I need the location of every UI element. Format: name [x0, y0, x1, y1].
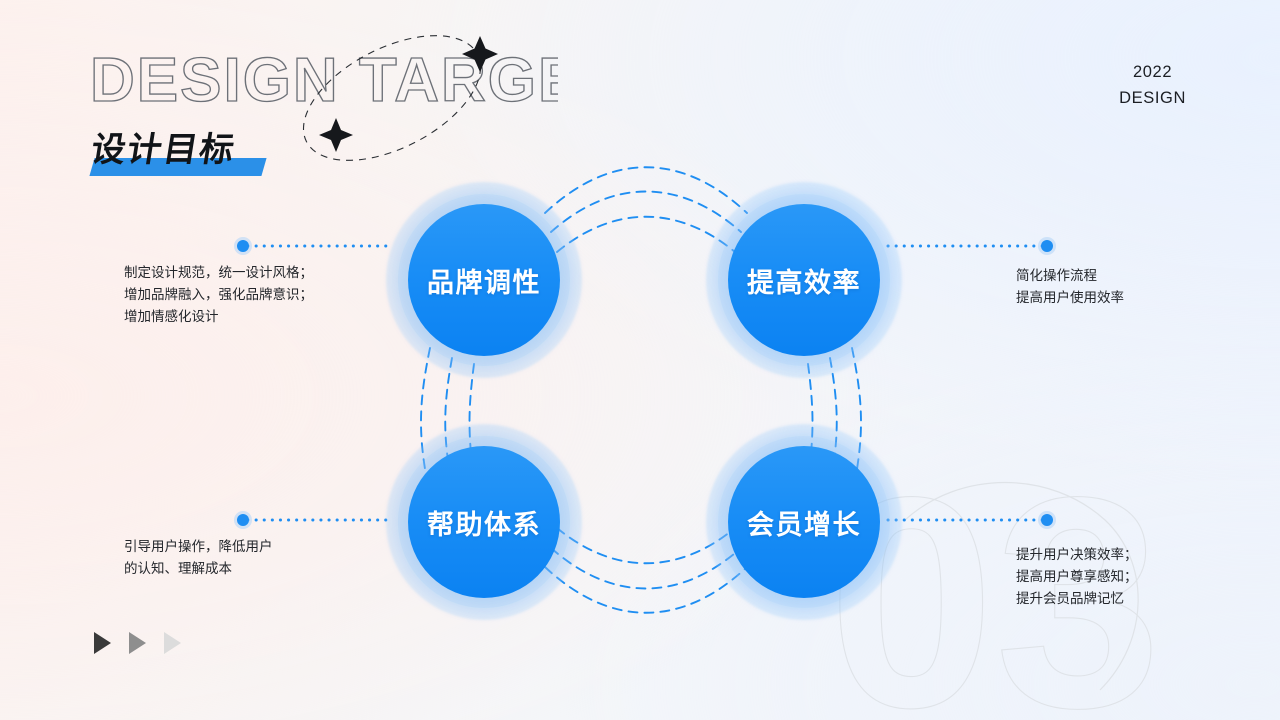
play-marker-group: [94, 632, 181, 654]
node-help-system[interactable]: 帮助体系: [386, 424, 582, 620]
play-triangle-dark-icon: [94, 632, 111, 654]
corner-year: 2022: [1133, 63, 1173, 81]
cn-title-text: 设计目标: [88, 130, 239, 170]
node-brand-tone[interactable]: 品牌调性: [386, 182, 582, 378]
node-dot-halo: [1038, 511, 1056, 529]
node-label: 品牌调性: [427, 267, 541, 299]
sparkle-large-icon: [462, 36, 498, 72]
node-dot-bottom-right: [1041, 514, 1053, 526]
node-disc: 会员增长: [728, 446, 880, 598]
dashed-ellipse-icon: [302, 35, 482, 161]
node-dot-top-left: [237, 240, 249, 252]
node-disc: 帮助体系: [408, 446, 560, 598]
sparkle-small-icon: [319, 118, 353, 152]
play-triangle-light-icon: [164, 632, 181, 654]
node-improve-efficiency[interactable]: 提高效率: [706, 182, 902, 378]
node-dot-halo: [234, 511, 252, 529]
node-disc: 品牌调性: [408, 204, 560, 356]
description-help-system: 引导用户操作，降低用户 的认知、理解成本: [124, 539, 273, 577]
play-triangle-mid-icon: [129, 632, 146, 654]
description-brand-tone: 制定设计规范，统一设计风格； 增加品牌融入，强化品牌意识； 增加情感化设计: [124, 265, 313, 325]
cn-title-block: 设计目标: [88, 122, 267, 176]
node-dot-halo: [234, 237, 252, 255]
corner-label: DESIGN: [1119, 88, 1186, 107]
node-member-growth[interactable]: 会员增长: [706, 424, 902, 620]
corner-tag: 2022 DESIGN: [1119, 60, 1186, 111]
orbit-decoration: [302, 35, 498, 161]
node-dot-halo: [1038, 237, 1056, 255]
description-improve-efficiency: 简化操作流程 提高用户使用效率: [1016, 268, 1124, 306]
node-label: 帮助体系: [427, 509, 541, 541]
node-dot-top-right: [1041, 240, 1053, 252]
node-label: 会员增长: [747, 509, 861, 541]
node-label: 提高效率: [747, 267, 861, 299]
node-dot-bottom-left: [237, 514, 249, 526]
description-member-growth: 提升用户决策效率； 提高用户尊享感知； 提升会员品牌记忆: [1016, 547, 1138, 607]
node-disc: 提高效率: [728, 204, 880, 356]
